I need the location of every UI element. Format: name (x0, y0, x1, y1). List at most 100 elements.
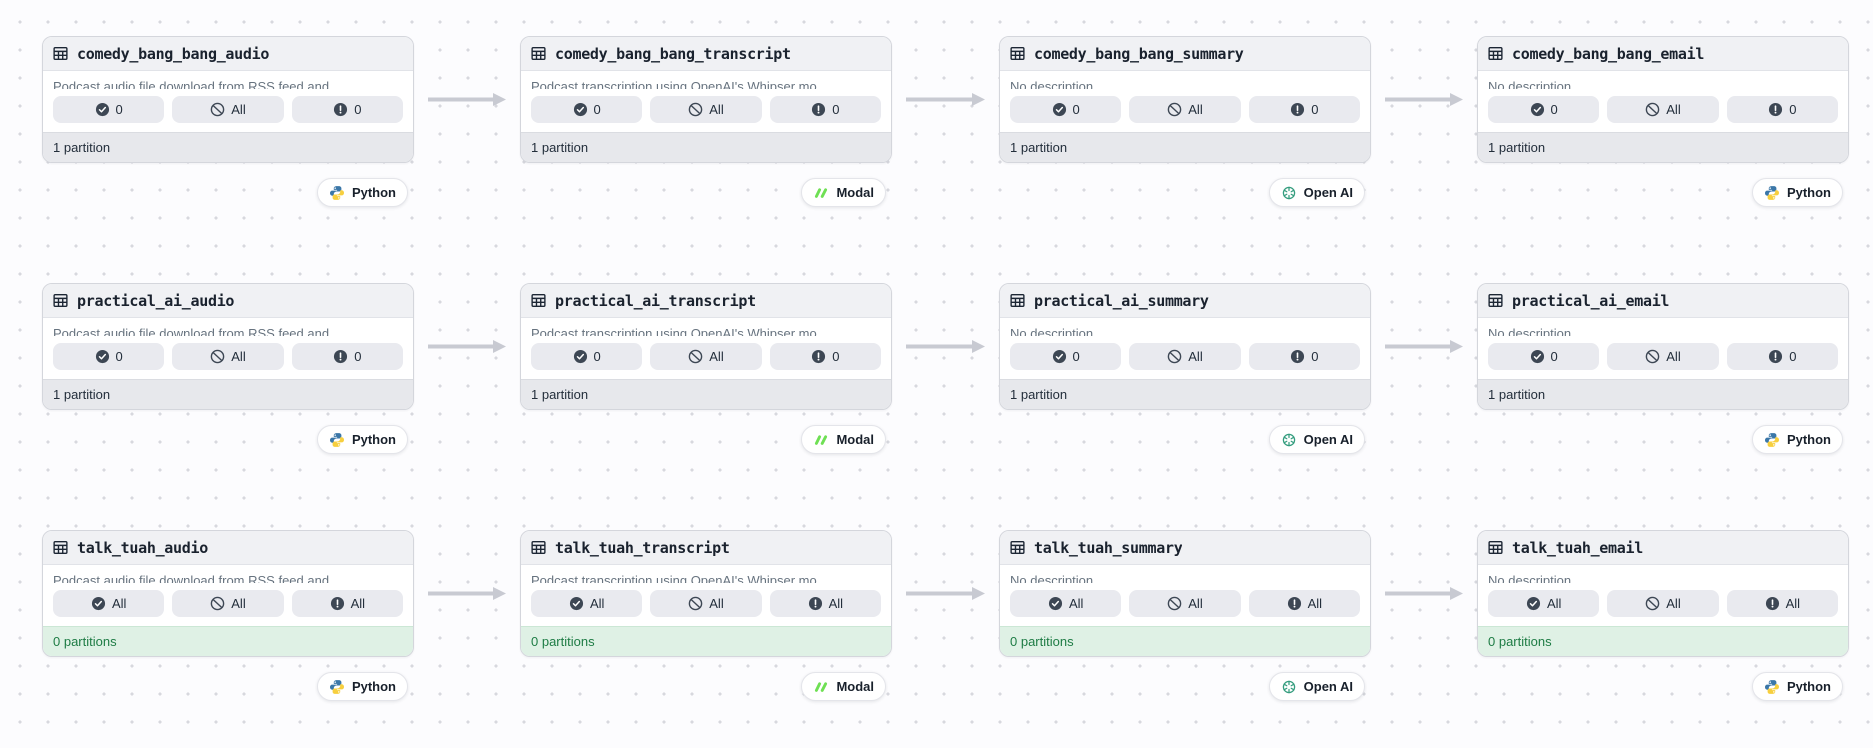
alert-badge[interactable]: All (1248, 590, 1360, 617)
check-circle-icon (95, 102, 110, 117)
compute-kind-tag: Python (316, 672, 408, 701)
check-badge-label: 0 (1072, 102, 1080, 117)
alert-circle-icon (330, 596, 345, 611)
table-icon (52, 292, 69, 309)
openai-icon (1281, 185, 1297, 201)
check-badge[interactable]: 0 (1488, 343, 1600, 370)
alert-circle-icon (1287, 596, 1302, 611)
asset-name: talk_tuah_audio (77, 538, 208, 557)
check-badge[interactable]: 0 (531, 96, 643, 123)
skip-badge[interactable]: All (650, 590, 762, 617)
asset-check-badges: All All (531, 590, 881, 617)
compute-kind-label: Python (1786, 185, 1831, 200)
skip-badge-label: All (709, 596, 724, 611)
check-badge[interactable]: 0 (53, 96, 165, 123)
check-badge[interactable]: All (53, 590, 165, 617)
alert-circle-icon (1768, 349, 1783, 364)
asset-node[interactable]: talk_tuah_transcript Podcast transcripti… (520, 530, 892, 657)
skip-badge[interactable]: All (650, 343, 762, 370)
asset-description: Podcast audio file download from RSS fee… (53, 573, 346, 583)
asset-node[interactable]: talk_tuah_audio Podcast audio file downl… (42, 530, 414, 657)
skip-badge[interactable]: All (1129, 343, 1241, 370)
asset-node[interactable]: talk_tuah_summary No description All (999, 530, 1371, 657)
asset-node-header: talk_tuah_audio (43, 531, 413, 565)
compute-kind-label: Python (351, 185, 396, 200)
edge-arrow (906, 93, 985, 106)
skip-badge[interactable]: All (1129, 590, 1241, 617)
check-circle-icon (1048, 596, 1063, 611)
skip-badge[interactable]: All (1607, 343, 1719, 370)
asset-node[interactable]: practical_ai_transcript Podcast transcri… (520, 283, 892, 410)
asset-check-badges: 0 All (1488, 96, 1838, 123)
asset-node[interactable]: comedy_bang_bang_summary No description … (999, 36, 1371, 163)
check-badge[interactable]: 0 (531, 343, 643, 370)
asset-name: practical_ai_audio (77, 291, 235, 310)
alert-badge[interactable]: 0 (291, 343, 403, 370)
partition-status: 0 partitions (1478, 626, 1848, 656)
asset-check-badges: 0 All (1488, 343, 1838, 370)
alert-badge[interactable]: 0 (769, 96, 881, 123)
skip-badge-label: All (231, 596, 246, 611)
skip-badge[interactable]: All (172, 96, 284, 123)
slash-circle-icon (1167, 102, 1182, 117)
alert-badge[interactable]: 0 (1726, 96, 1838, 123)
asset-node[interactable]: comedy_bang_bang_email No description 0 (1477, 36, 1849, 163)
asset-node-header: comedy_bang_bang_audio (43, 37, 413, 71)
skip-badge[interactable]: All (172, 343, 284, 370)
check-badge[interactable]: All (1488, 590, 1600, 617)
asset-node[interactable]: talk_tuah_email No description All (1477, 530, 1849, 657)
check-circle-icon (573, 102, 588, 117)
partition-status: 1 partition (1000, 379, 1370, 409)
compute-kind-tag: Python (1751, 178, 1843, 207)
alert-badge-label: 0 (832, 349, 840, 364)
check-badge[interactable]: 0 (1488, 96, 1600, 123)
check-badge[interactable]: All (1010, 590, 1122, 617)
modal-icon (813, 185, 829, 201)
asset-check-badges: All All (1010, 590, 1360, 617)
alert-circle-icon (333, 349, 348, 364)
skip-badge[interactable]: All (1607, 590, 1719, 617)
asset-node[interactable]: comedy_bang_bang_audio Podcast audio fil… (42, 36, 414, 163)
edge-arrow (906, 587, 985, 600)
alert-badge[interactable]: 0 (291, 96, 403, 123)
table-icon (1009, 45, 1026, 62)
compute-kind-tag: Open AI (1268, 672, 1365, 701)
asset-node-body: Podcast transcription using OpenAI's Whi… (521, 565, 891, 626)
asset-name: comedy_bang_bang_email (1512, 44, 1705, 63)
compute-kind-tag: Python (316, 178, 408, 207)
table-icon (530, 45, 547, 62)
check-badge[interactable]: All (531, 590, 643, 617)
slash-circle-icon (1645, 102, 1660, 117)
alert-badge-label: 0 (1789, 349, 1797, 364)
alert-badge[interactable]: 0 (1248, 343, 1360, 370)
asset-node[interactable]: practical_ai_audio Podcast audio file do… (42, 283, 414, 410)
alert-badge[interactable]: 0 (769, 343, 881, 370)
alert-badge[interactable]: 0 (1248, 96, 1360, 123)
alert-badge[interactable]: All (769, 590, 881, 617)
skip-badge[interactable]: All (1129, 96, 1241, 123)
skip-badge[interactable]: All (650, 96, 762, 123)
asset-node-header: comedy_bang_bang_email (1478, 37, 1848, 71)
check-badge-label: All (1068, 596, 1084, 611)
alert-badge[interactable]: 0 (1726, 343, 1838, 370)
asset-node-header: talk_tuah_summary (1000, 531, 1370, 565)
python-icon (1764, 679, 1780, 695)
alert-badge-label: 0 (1789, 102, 1797, 117)
check-badge[interactable]: 0 (53, 343, 165, 370)
asset-node[interactable]: comedy_bang_bang_transcript Podcast tran… (520, 36, 892, 163)
skip-badge[interactable]: All (172, 590, 284, 617)
asset-node[interactable]: practical_ai_summary No description 0 (999, 283, 1371, 410)
asset-name: talk_tuah_email (1512, 538, 1643, 557)
alert-badge-label: All (828, 596, 844, 611)
alert-badge[interactable]: All (1726, 590, 1838, 617)
alert-badge[interactable]: All (291, 590, 403, 617)
skip-badge[interactable]: All (1607, 96, 1719, 123)
table-icon (52, 539, 69, 556)
edge-arrow (428, 340, 506, 353)
partition-status: 1 partition (521, 132, 891, 162)
asset-node[interactable]: practical_ai_email No description 0 (1477, 283, 1849, 410)
check-badge[interactable]: 0 (1010, 96, 1122, 123)
check-badge-label: All (1546, 596, 1562, 611)
check-badge[interactable]: 0 (1010, 343, 1122, 370)
